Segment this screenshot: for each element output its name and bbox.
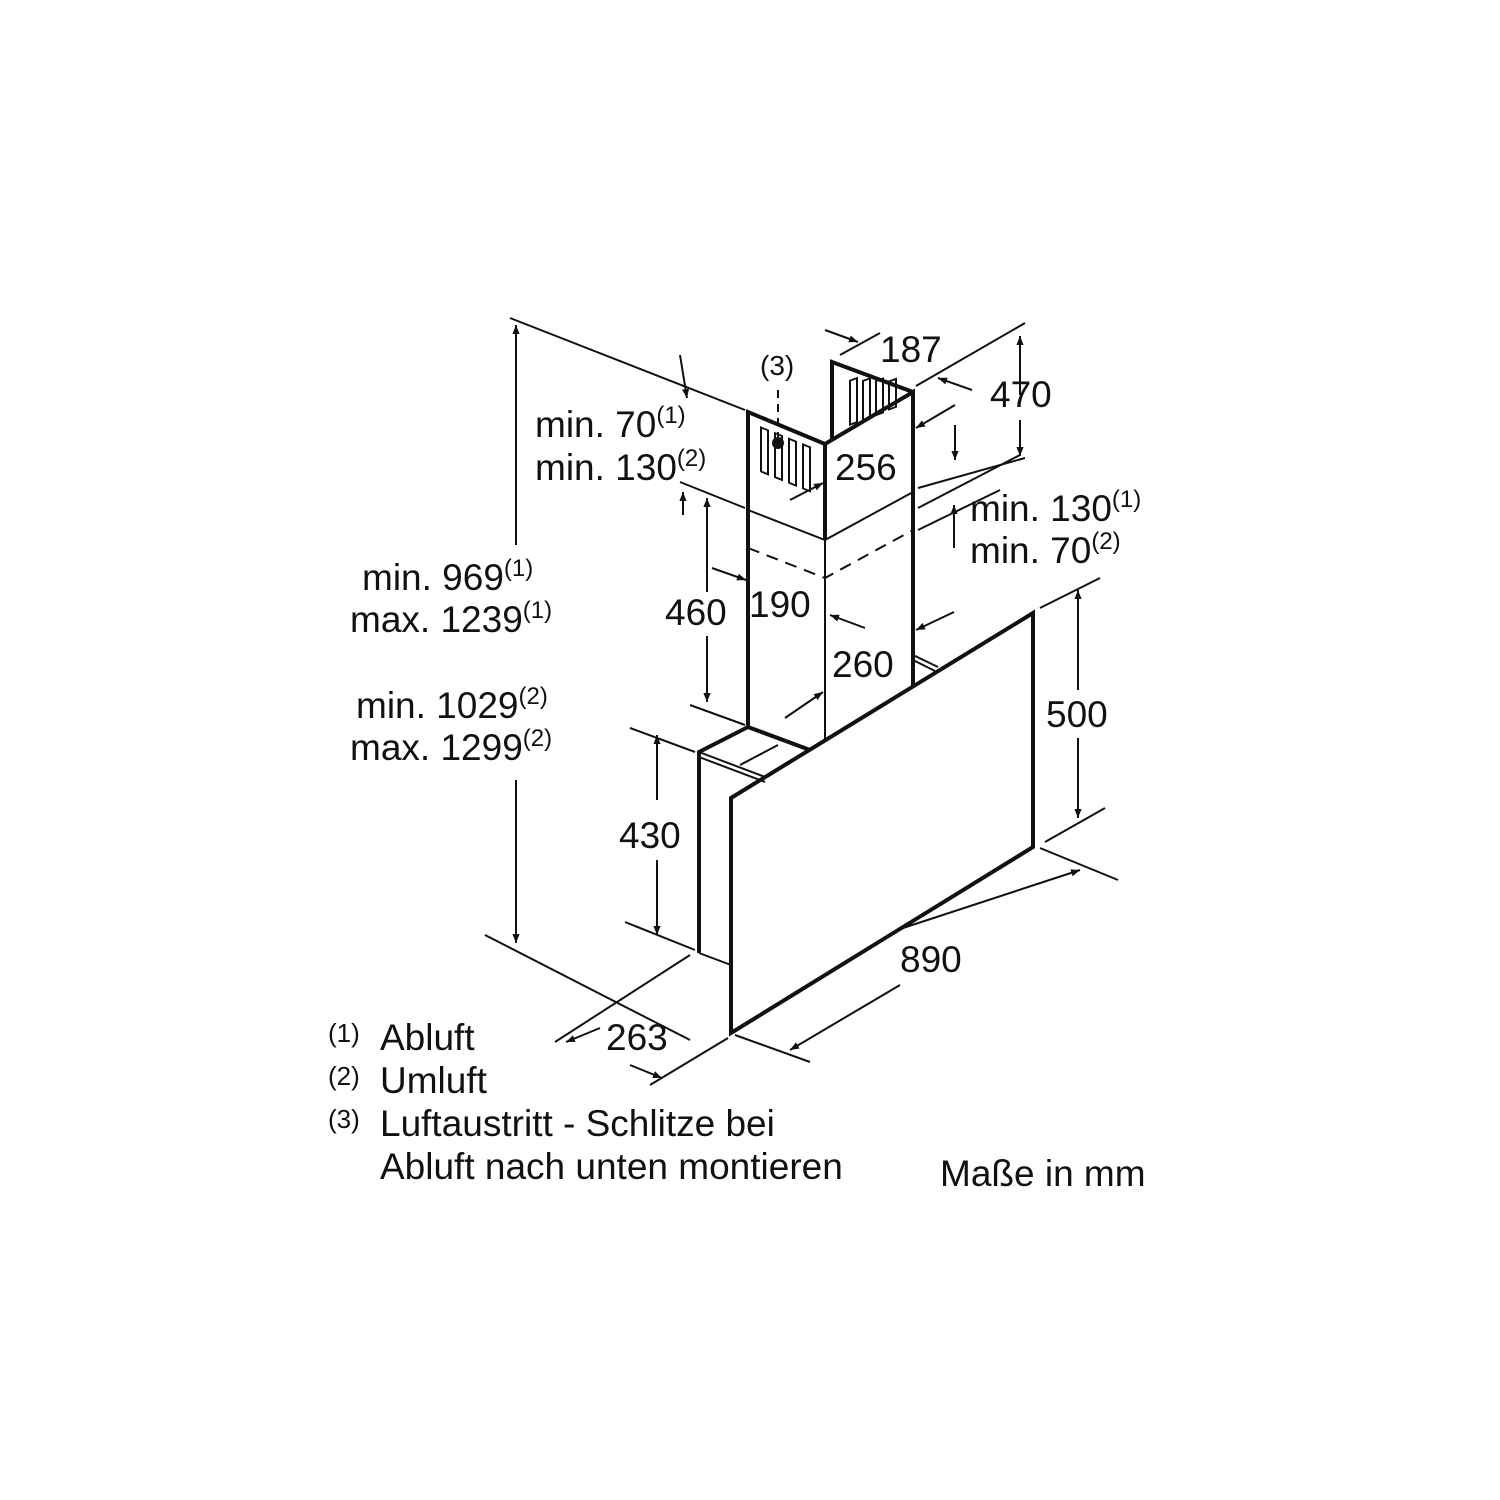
- dim-187: 187: [880, 329, 942, 370]
- chimney-upper: [746, 359, 915, 542]
- dim-max1239: max. 1239(1): [350, 597, 552, 640]
- callout-dot: [772, 437, 784, 449]
- dim-min130-abluft: min. 130(1): [970, 486, 1141, 529]
- dim-430: 430: [619, 815, 681, 856]
- chimney-lower: [746, 492, 915, 741]
- dim-500: 500: [1046, 694, 1108, 735]
- dim-max1299: max. 1299(2): [350, 725, 552, 768]
- vent-slots: [760, 376, 897, 493]
- dimension-lines: [484, 317, 1119, 1086]
- legend-ref-1: (1): [328, 1018, 360, 1048]
- legend-abluft: Abluft: [380, 1017, 475, 1058]
- legend-luftaustritt: Luftaustritt - Schlitze bei: [380, 1103, 775, 1144]
- legend-ref-3: (3): [328, 1104, 360, 1134]
- dim-min969: min. 969(1): [362, 555, 533, 598]
- dim-min1029: min. 1029(2): [356, 683, 548, 726]
- dim-min130-umluft: min. 130(2): [535, 445, 706, 488]
- dim-890: 890: [900, 939, 962, 980]
- legend-ref-2: (2): [328, 1061, 360, 1091]
- legend-luftaustritt-cont: Abluft nach unten montieren: [380, 1146, 843, 1187]
- legend: (1) Abluft (2) Umluft (3) Luftaustritt -…: [328, 1017, 1146, 1194]
- units-note: Maße in mm: [940, 1153, 1146, 1194]
- callout-3: (3): [760, 350, 794, 381]
- hood-body: [697, 609, 1035, 1037]
- dim-263: 263: [606, 1017, 668, 1058]
- legend-umluft: Umluft: [380, 1060, 488, 1101]
- dim-min70-abluft: min. 70(1): [535, 402, 686, 445]
- dim-460: 460: [665, 592, 727, 633]
- dim-256: 256: [835, 447, 897, 488]
- dim-470: 470: [990, 374, 1052, 415]
- dim-190: 190: [749, 584, 811, 625]
- dim-260: 260: [832, 644, 894, 685]
- dim-min70-umluft: min. 70(2): [970, 528, 1121, 571]
